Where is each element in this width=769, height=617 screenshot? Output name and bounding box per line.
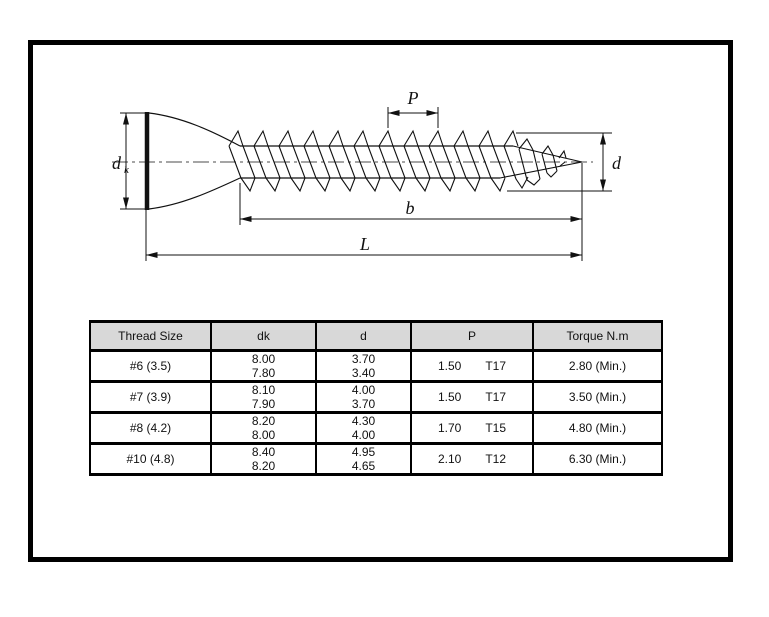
- table-row: #8 (4.2) 8.20 8.00 4.30 4.00 1.70 T15 4.…: [89, 411, 663, 445]
- table-row: #6 (3.5) 8.00 7.80 3.70 3.40 1.50 T17 2.…: [89, 349, 663, 383]
- screw-point: [499, 138, 583, 186]
- cell-torque: 4.80 (Min.): [532, 411, 663, 445]
- cell-p: 2.10 T12: [410, 442, 534, 476]
- pitch-value: 1.50: [438, 390, 462, 404]
- drive-size: T12: [485, 452, 506, 466]
- label-overall-length: L: [359, 234, 370, 254]
- cell-p: 1.70 T15: [410, 411, 534, 445]
- label-pitch: P: [407, 88, 419, 108]
- pitch-value: 2.10: [438, 452, 462, 466]
- drive-size: T17: [485, 390, 506, 404]
- label-head-diameter-sub: k: [124, 164, 130, 176]
- cell-dk: 8.40 8.20: [210, 442, 317, 476]
- cell-p: 1.50 T17: [410, 380, 534, 414]
- col-header-torque: Torque N.m: [532, 320, 663, 352]
- cell-dk: 8.00 7.80: [210, 349, 317, 383]
- dk-max: 8.20: [251, 414, 276, 428]
- dk-min: 7.80: [251, 366, 276, 380]
- spec-table: Thread Size dk d P Torque N.m #6 (3.5) 8…: [89, 320, 663, 476]
- dk-max: 8.40: [251, 445, 276, 459]
- col-header-thread-size: Thread Size: [89, 320, 212, 352]
- cell-d: 3.70 3.40: [315, 349, 412, 383]
- dk-min: 7.90: [251, 397, 276, 411]
- d-min: 4.00: [351, 428, 376, 442]
- drive-size: T17: [485, 359, 506, 373]
- label-thread-diameter: d: [612, 153, 622, 173]
- d-max: 4.30: [351, 414, 376, 428]
- screw-technical-drawing: d k P d b L: [112, 88, 622, 261]
- d-min: 4.65: [351, 459, 376, 473]
- table-row: #10 (4.8) 8.40 8.20 4.95 4.65 2.10 T12 6…: [89, 442, 663, 476]
- cell-thread-size: #7 (3.9): [89, 380, 212, 414]
- dk-max: 8.10: [251, 383, 276, 397]
- cell-dk: 8.10 7.90: [210, 380, 317, 414]
- header-row: Thread Size dk d P Torque N.m: [89, 320, 663, 352]
- cell-torque: 2.80 (Min.): [532, 349, 663, 383]
- cell-torque: 3.50 (Min.): [532, 380, 663, 414]
- cell-d: 4.30 4.00: [315, 411, 412, 445]
- cell-thread-size: #6 (3.5): [89, 349, 212, 383]
- d-min: 3.40: [351, 366, 376, 380]
- dk-min: 8.00: [251, 428, 276, 442]
- dimension-d: [507, 132, 612, 192]
- screw-head: [144, 112, 241, 210]
- d-max: 3.70: [351, 352, 376, 366]
- col-header-p: P: [410, 320, 534, 352]
- col-header-d: d: [315, 320, 412, 352]
- dimension-p: [387, 107, 439, 128]
- table-row: #7 (3.9) 8.10 7.90 4.00 3.70 1.50 T17 3.…: [89, 380, 663, 414]
- cell-d: 4.95 4.65: [315, 442, 412, 476]
- label-head-diameter: d: [112, 153, 122, 173]
- pitch-value: 1.70: [438, 421, 462, 435]
- d-max: 4.95: [351, 445, 376, 459]
- pitch-value: 1.50: [438, 359, 462, 373]
- cell-dk: 8.20 8.00: [210, 411, 317, 445]
- dimension-l: [145, 210, 582, 261]
- cell-p: 1.50 T17: [410, 349, 534, 383]
- dk-max: 8.00: [251, 352, 276, 366]
- dimension-b: [239, 163, 583, 261]
- dimension-dk: [120, 112, 147, 210]
- cell-torque: 6.30 (Min.): [532, 442, 663, 476]
- d-min: 3.70: [351, 397, 376, 411]
- cell-d: 4.00 3.70: [315, 380, 412, 414]
- col-header-dk: dk: [210, 320, 317, 352]
- dk-min: 8.20: [251, 459, 276, 473]
- cell-thread-size: #8 (4.2): [89, 411, 212, 445]
- d-max: 4.00: [351, 383, 376, 397]
- thread-teeth: [228, 129, 529, 193]
- cell-thread-size: #10 (4.8): [89, 442, 212, 476]
- label-thread-length: b: [406, 198, 415, 218]
- drive-size: T15: [485, 421, 506, 435]
